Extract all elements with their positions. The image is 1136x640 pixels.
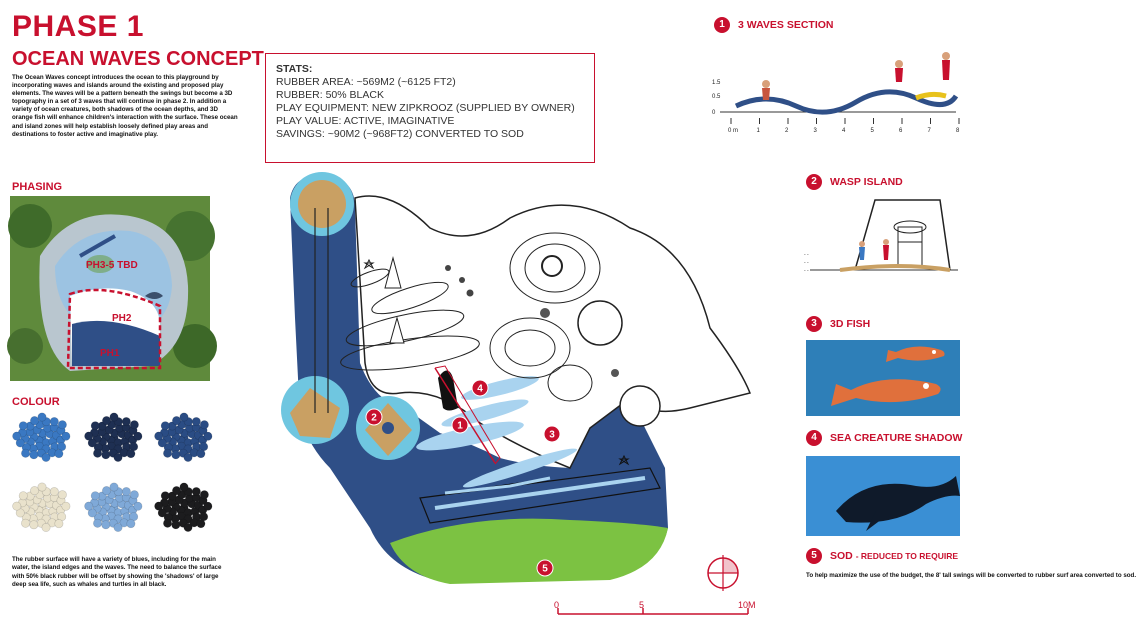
phasing-label-ph3-5: PH3-5 TBD xyxy=(86,260,138,271)
wave-ylabel-0-5: 0.5 xyxy=(712,94,721,100)
stats-line-rubber: RUBBER: 50% BLACK xyxy=(276,89,384,101)
phasing-aerial-map: PH3-5 TBD PH2 PH1 xyxy=(7,196,217,381)
item-2-badge: 2 xyxy=(806,174,822,190)
stats-line-savings: SAVINGS: ~90M2 (~968FT2) CONVERTED TO SO… xyxy=(276,128,524,140)
sea-creature-shadow-photo xyxy=(806,456,960,536)
waves-section-drawing: 1.5 0.5 0 0 m 1 2 3 4 5 6 7 8 xyxy=(712,52,960,134)
svg-text:2: 2 xyxy=(371,413,377,424)
svg-text:5: 5 xyxy=(542,564,548,575)
wave-xlabel: 8 xyxy=(956,128,960,134)
colour-swatch xyxy=(154,412,213,462)
intro-text: The Ocean Waves concept introduces the o… xyxy=(12,74,238,138)
phase-title: PHASE 1 xyxy=(12,10,144,43)
swing-frame xyxy=(314,208,329,413)
item-5-title: SOD - REDUCED TO REQUIRE xyxy=(830,550,958,562)
scale-tick-10: 10M xyxy=(738,600,756,610)
scale-bar: 0 5 10M xyxy=(554,600,756,615)
colour-swatch xyxy=(154,482,213,532)
concept-title: OCEAN WAVES CONCEPT xyxy=(12,48,264,70)
wave-xlabel: 1 xyxy=(757,128,761,134)
phasing-heading: PHASING xyxy=(12,181,63,193)
svg-text:- -: - - xyxy=(804,252,809,258)
colour-swatch xyxy=(12,482,71,532)
wave-xlabel: 2 xyxy=(785,128,789,134)
colour-swatch xyxy=(84,412,143,462)
sod-area xyxy=(390,518,668,584)
stats-line-play-value: PLAY VALUE: ACTIVE, IMAGINATIVE xyxy=(276,115,455,127)
north-arrow-icon xyxy=(707,555,739,591)
phasing-label-ph2: PH2 xyxy=(112,313,132,324)
wave-xlabel: 7 xyxy=(928,128,932,134)
item-4-title: SEA CREATURE SHADOW xyxy=(830,432,963,444)
wave-ylabel-1-5: 1.5 xyxy=(712,80,721,86)
svg-text:3: 3 xyxy=(549,430,555,441)
sod-text: To help maximize the use of the budget, … xyxy=(806,572,1136,579)
phasing-label-ph1: PH1 xyxy=(100,348,120,359)
site-plan: 1 2 3 4 5 xyxy=(281,172,752,584)
wave-ylabel-0: 0 xyxy=(712,110,716,116)
plan-marker-5: 5 xyxy=(536,559,554,577)
wave-xlabel: 4 xyxy=(842,128,846,134)
wave-xlabel: 0 m xyxy=(728,128,738,134)
wave-xlabel: 3 xyxy=(814,128,818,134)
wave-xlabel: 6 xyxy=(899,128,903,134)
stats-line-equipment: PLAY EQUIPMENT: NEW ZIPKROOZ (SUPPLIED B… xyxy=(276,102,575,114)
3d-fish-photo xyxy=(806,340,960,416)
item-5-title-sub: - REDUCED TO REQUIRE xyxy=(855,551,959,561)
stats-line-rubber-area: RUBBER AREA: ~569M2 (~6125 FT2) xyxy=(276,76,456,88)
wasp-island-drawing: - - - - - - xyxy=(804,199,958,274)
colour-text: The rubber surface will have a variety o… xyxy=(12,556,222,588)
item-1-badge: 1 xyxy=(714,17,730,33)
item-5-badge: 5 xyxy=(806,548,822,564)
svg-text:1: 1 xyxy=(457,421,463,432)
colour-heading: COLOUR xyxy=(12,396,60,408)
scale-tick-0: 0 xyxy=(554,600,559,610)
plan-marker-2: 2 xyxy=(365,408,383,426)
colour-swatches xyxy=(12,412,213,532)
plan-marker-1: 1 xyxy=(451,416,469,434)
colour-swatch xyxy=(84,482,143,532)
item-4-badge: 4 xyxy=(806,430,822,446)
scale-tick-5: 5 xyxy=(639,600,644,610)
colour-swatch xyxy=(12,412,71,462)
plan-marker-3: 3 xyxy=(543,425,561,443)
item-3-badge: 3 xyxy=(806,316,822,332)
plan-marker-4: 4 xyxy=(471,379,489,397)
svg-text:- -: - - xyxy=(804,260,809,266)
stats-box: STATS: RUBBER AREA: ~569M2 (~6125 FT2) R… xyxy=(265,53,595,163)
svg-text:- -: - - xyxy=(804,268,809,274)
wave-xlabel: 5 xyxy=(871,128,875,134)
water-surface xyxy=(290,175,668,583)
stats-heading: STATS: xyxy=(276,63,313,75)
svg-text:4: 4 xyxy=(477,384,483,395)
item-5-title-main: SOD xyxy=(830,550,853,562)
item-1-title: 3 WAVES SECTION xyxy=(738,19,834,31)
item-2-title: WASP ISLAND xyxy=(830,176,903,188)
item-3-title: 3D FISH xyxy=(830,318,871,330)
